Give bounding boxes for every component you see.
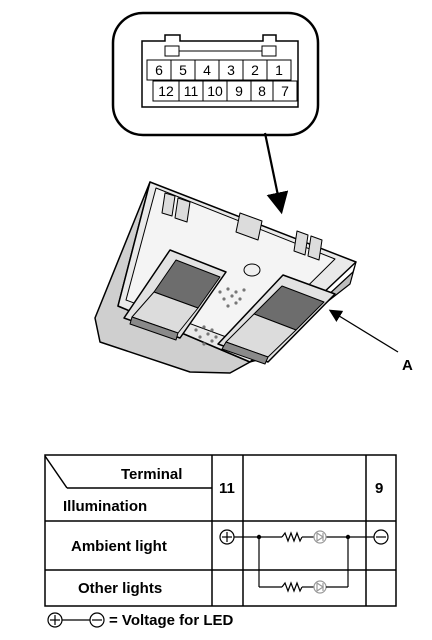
resistor-icon (281, 531, 303, 543)
connector-bottom-row: 12 11 10 9 8 7 (152, 80, 298, 102)
row-ambient-light: Ambient light (71, 538, 167, 555)
terminal-table (44, 454, 397, 607)
pin-9: 9 (235, 83, 243, 99)
pin-6: 6 (155, 62, 163, 78)
part-leader (328, 309, 399, 353)
header-terminal: Terminal (121, 466, 182, 483)
led-icon (313, 530, 327, 544)
pin-1: 1 (275, 62, 283, 78)
legend-text: = Voltage for LED (109, 612, 233, 629)
part-label-a: A (402, 357, 413, 374)
pin-7: 7 (281, 83, 289, 99)
terminal-11: 11 (219, 480, 235, 497)
connector-face (141, 34, 299, 108)
pin-3: 3 (227, 62, 235, 78)
connector-top-row: 6 5 4 3 2 1 (146, 59, 292, 81)
pin-10: 10 (207, 83, 223, 99)
switch-dot-pattern (194, 287, 246, 346)
pin-12: 12 (158, 83, 174, 99)
legend-symbols (47, 612, 105, 628)
pin-5: 5 (179, 62, 187, 78)
terminal-9: 9 (375, 480, 383, 497)
led-circuit (219, 529, 389, 594)
pin-4: 4 (203, 62, 211, 78)
row-other-lights: Other lights (78, 580, 162, 597)
callout-arrow (263, 132, 289, 215)
minus-circle-icon (373, 529, 389, 545)
header-illumination: Illumination (63, 498, 147, 515)
pin-11: 11 (184, 83, 199, 99)
pin-2: 2 (251, 62, 259, 78)
plus-circle-icon (219, 529, 235, 545)
switch-body (94, 181, 357, 374)
pin-8: 8 (258, 83, 266, 99)
